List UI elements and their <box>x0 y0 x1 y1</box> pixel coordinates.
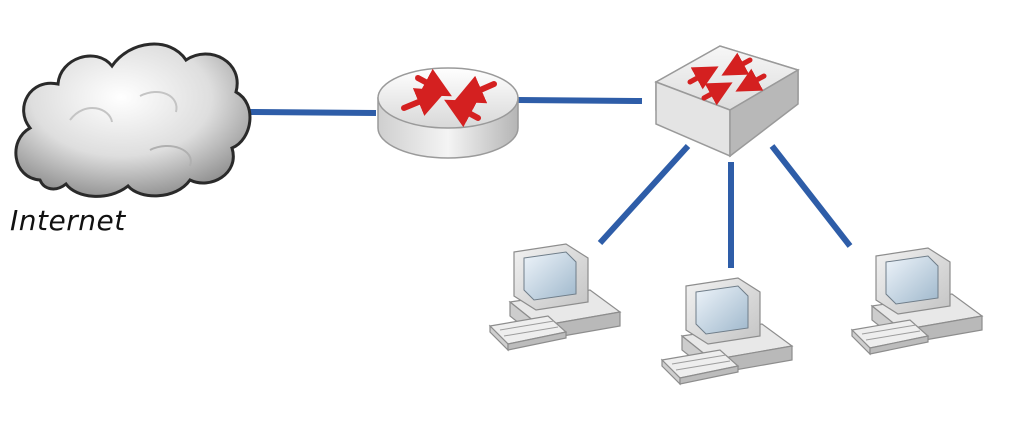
computer-icon-3 <box>850 247 984 356</box>
router-icon <box>377 67 519 159</box>
link-internet-router <box>249 109 377 116</box>
computer-icon-2 <box>660 277 794 386</box>
internet-cloud-icon <box>14 42 252 198</box>
switch-icon <box>654 45 800 158</box>
link-switch-computer-1 <box>597 143 691 246</box>
link-switch-computer-3 <box>769 144 853 248</box>
links <box>249 97 853 268</box>
link-router-switch <box>517 97 643 104</box>
internet-label: Internet <box>10 204 126 237</box>
computer-icon-1 <box>488 243 622 352</box>
